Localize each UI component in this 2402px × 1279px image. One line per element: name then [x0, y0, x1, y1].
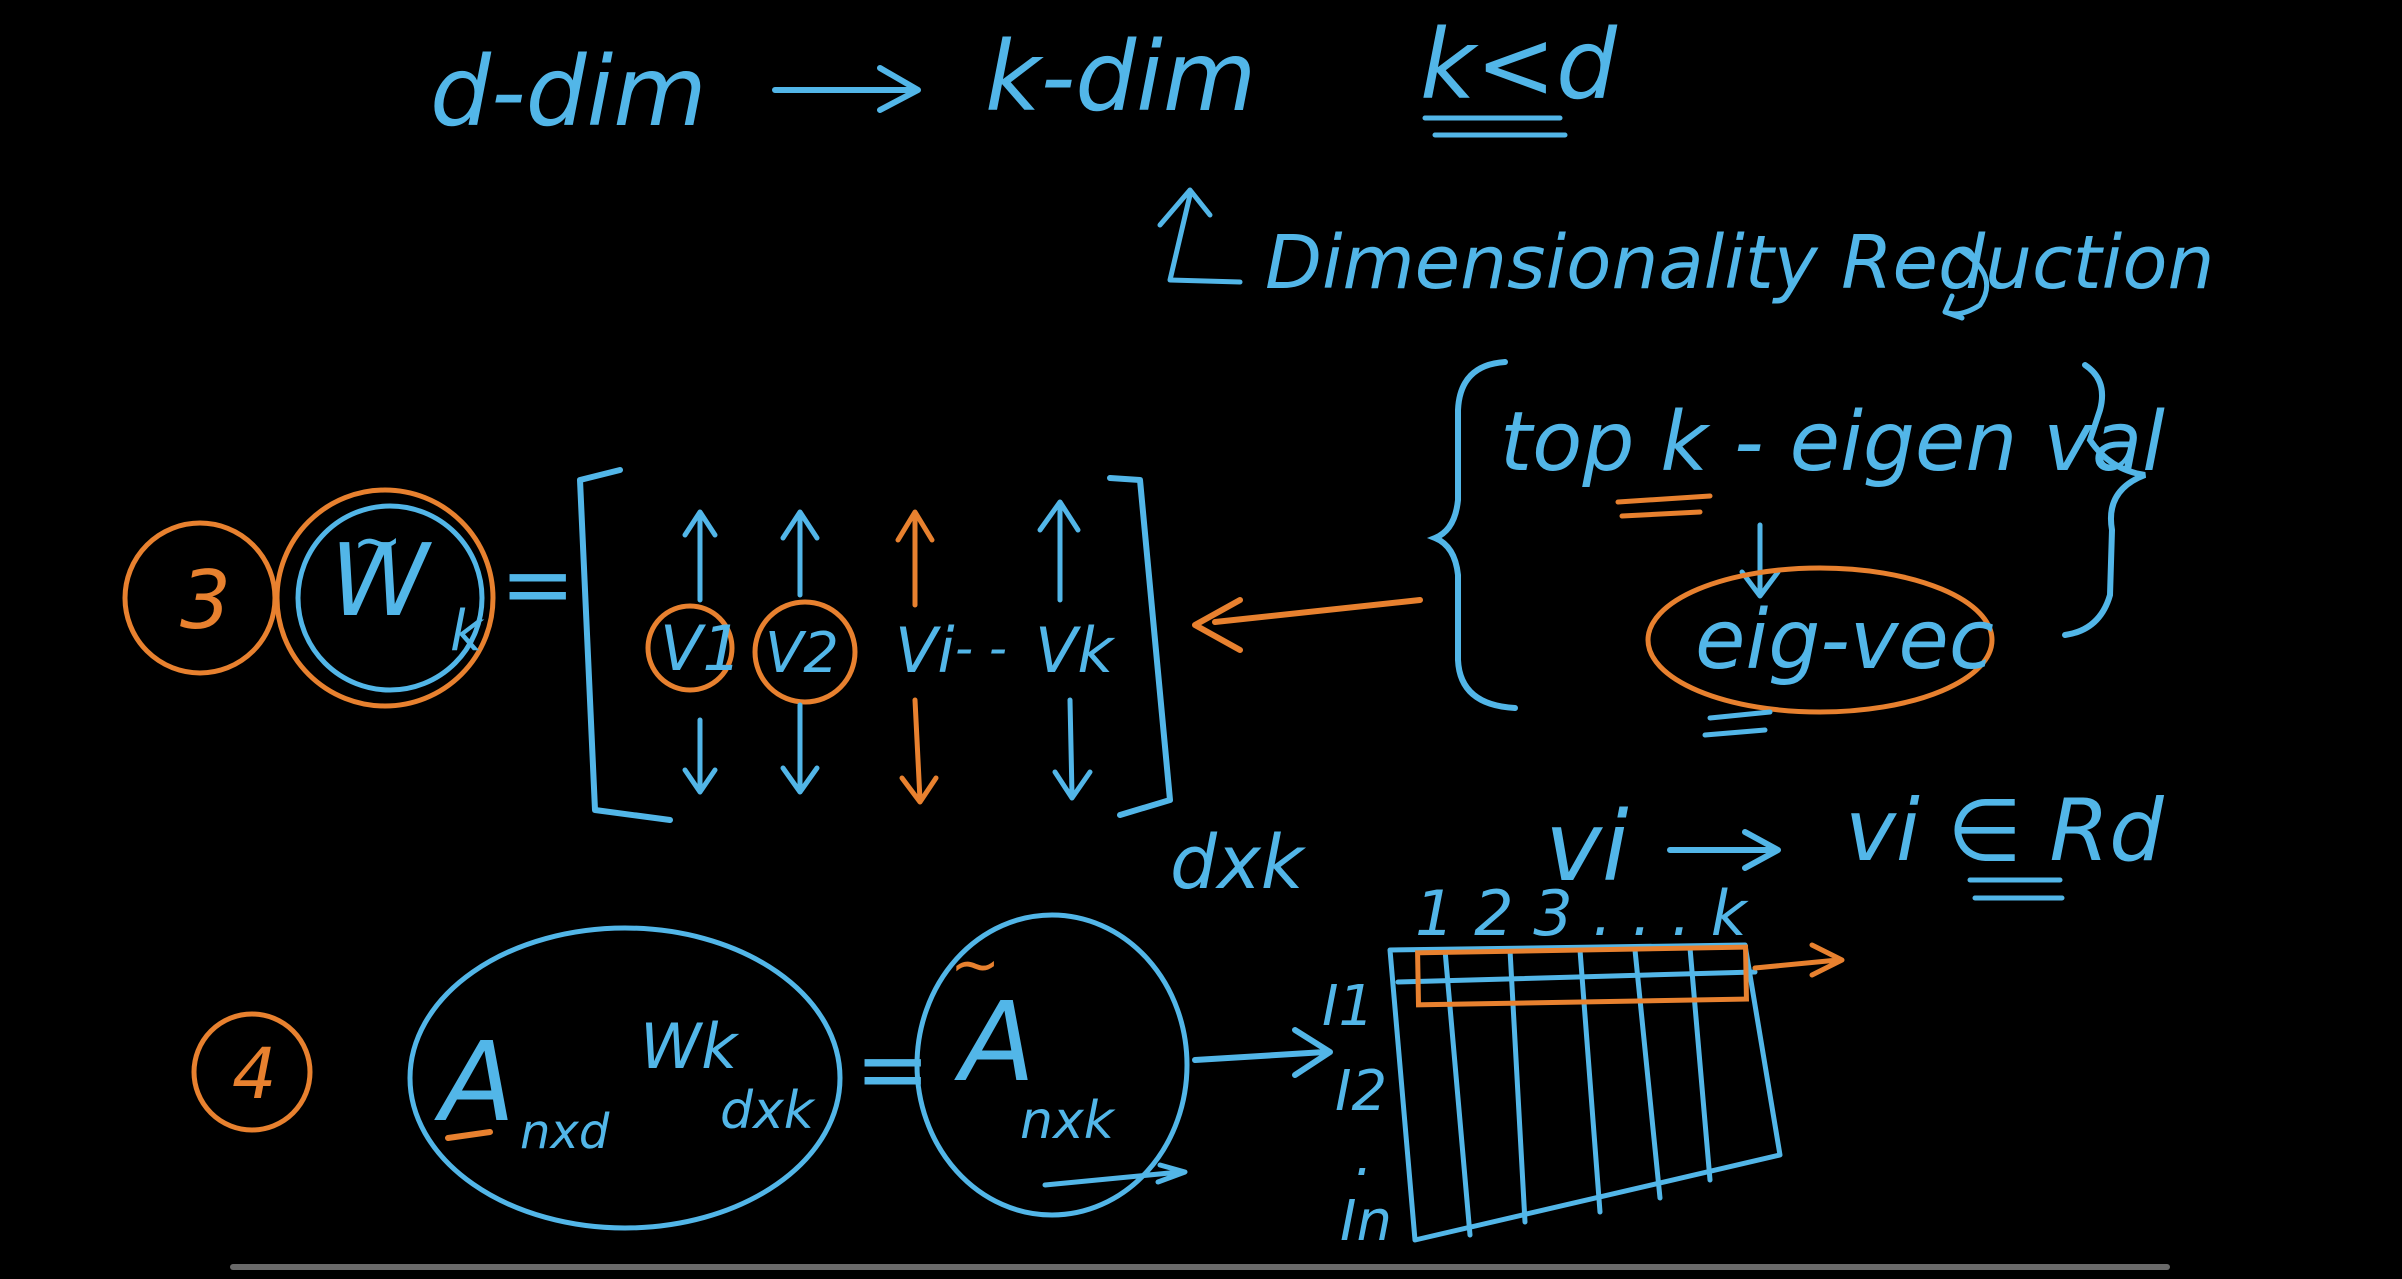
- wk-main-label: Wk: [640, 1010, 739, 1083]
- k-dim-label: k-dim: [985, 21, 1256, 133]
- table-column-lines: [1442, 945, 1713, 1238]
- row-label-i2: I2: [1335, 1059, 1387, 1124]
- arrow-left-icon: [1192, 597, 1423, 653]
- v1-circle: [645, 603, 735, 693]
- column-vk-label: Vk: [1035, 614, 1115, 687]
- top-line: d-dim k-dim k<d: [430, 9, 1618, 148]
- w-sub-label: k: [450, 599, 485, 664]
- table-outline: [1387, 942, 1783, 1243]
- first-row-highlight: [1415, 944, 1749, 1008]
- w-main-label: W: [330, 522, 432, 639]
- v2-arrows: [780, 509, 820, 795]
- matrix-right-bracket: [1107, 475, 1173, 818]
- step-4: 4 A nxd Wk dxk = ~ A nxk 1 2 3 . . . k I…: [191, 877, 1845, 1254]
- w-k-circle-outer: [274, 487, 496, 709]
- table-column-headers: 1 2 3 . . . k: [1415, 877, 1749, 950]
- a-tilde-ellipse: [914, 912, 1190, 1218]
- eig-vec-label: eig-vec: [1695, 593, 1994, 688]
- row-arrow-icon: [1752, 942, 1845, 978]
- row-label-i1: I1: [1322, 974, 1374, 1039]
- vi-domain-label: vi ∈ Rd: [1845, 781, 2164, 881]
- d-dim-label: d-dim: [430, 36, 707, 148]
- vi-note-label: vi: [1545, 791, 1629, 903]
- vk-arrows: [1037, 499, 1093, 801]
- curved-arrow-icon: [1942, 247, 1990, 321]
- arrow-down-icon: [1739, 522, 1781, 599]
- v2-circle: [752, 599, 858, 705]
- a-sub-label: nxd: [520, 1104, 610, 1160]
- eig-vec-underline: [1702, 709, 1773, 738]
- dimensionality-reduction-note: Dimensionality Reduction: [1157, 187, 2214, 321]
- k-less-than-d-label: k<d: [1420, 9, 1618, 121]
- column-dots: - -: [955, 619, 1007, 677]
- matrix-shape-label: dxk: [1170, 820, 1307, 906]
- vi-arrow-icon: [1667, 829, 1781, 871]
- table-row-line: [1395, 969, 1758, 985]
- arrow-right-icon: [772, 65, 921, 113]
- double-underline: [1422, 115, 1568, 138]
- w-tilde: ~: [352, 507, 402, 577]
- r-underline: [1967, 877, 2065, 901]
- eigen-group: top k - eigen val eig-vec: [1192, 359, 2165, 738]
- video-progress-track[interactable]: [230, 1264, 2170, 1270]
- top-k-eigen-val-label: top k - eigen val: [1500, 395, 2165, 490]
- column-v1-label: V1: [660, 612, 742, 685]
- right-brace: [2062, 362, 2147, 638]
- a-wk-ellipse: [407, 925, 843, 1231]
- bent-arrow-icon: [1157, 187, 1243, 285]
- left-brace: [1426, 359, 1518, 711]
- result-sub-label: nxk: [1020, 1091, 1116, 1151]
- column-vi-label: Vi: [895, 614, 955, 687]
- column-v2-label: V2: [765, 621, 839, 686]
- result-underline-arrow: [1042, 1162, 1188, 1188]
- a-main-label: A: [434, 1018, 515, 1146]
- a-underline: [445, 1129, 493, 1141]
- row-label-dots: .: [1355, 1124, 1373, 1189]
- wk-sub-label: dxk: [720, 1081, 816, 1141]
- result-tilde: ~: [950, 930, 1000, 1000]
- eig-vec-circle: [1645, 565, 1995, 715]
- step-3-equals: =: [500, 532, 575, 637]
- v1-arrows: [682, 509, 718, 795]
- step-4-circle: [191, 1011, 313, 1133]
- dimensionality-reduction-label: Dimensionality Reduction: [1265, 220, 2214, 306]
- row-label-in: In: [1340, 1189, 1392, 1254]
- matrix-left-bracket: [577, 467, 673, 823]
- k-underline: [1615, 493, 1713, 519]
- step-3-number: 3: [180, 554, 231, 647]
- step-4-number: 4: [232, 1033, 277, 1115]
- vi-arrows: [895, 509, 939, 805]
- w-k-circle-inner: [295, 503, 485, 693]
- result-main-label: A: [954, 978, 1035, 1106]
- arrow-to-table-icon: [1192, 1027, 1333, 1078]
- step-3: 3 ~ W k = V1 V2 Vi - - Vk dxk vi vi ∈ Rd: [122, 467, 2164, 906]
